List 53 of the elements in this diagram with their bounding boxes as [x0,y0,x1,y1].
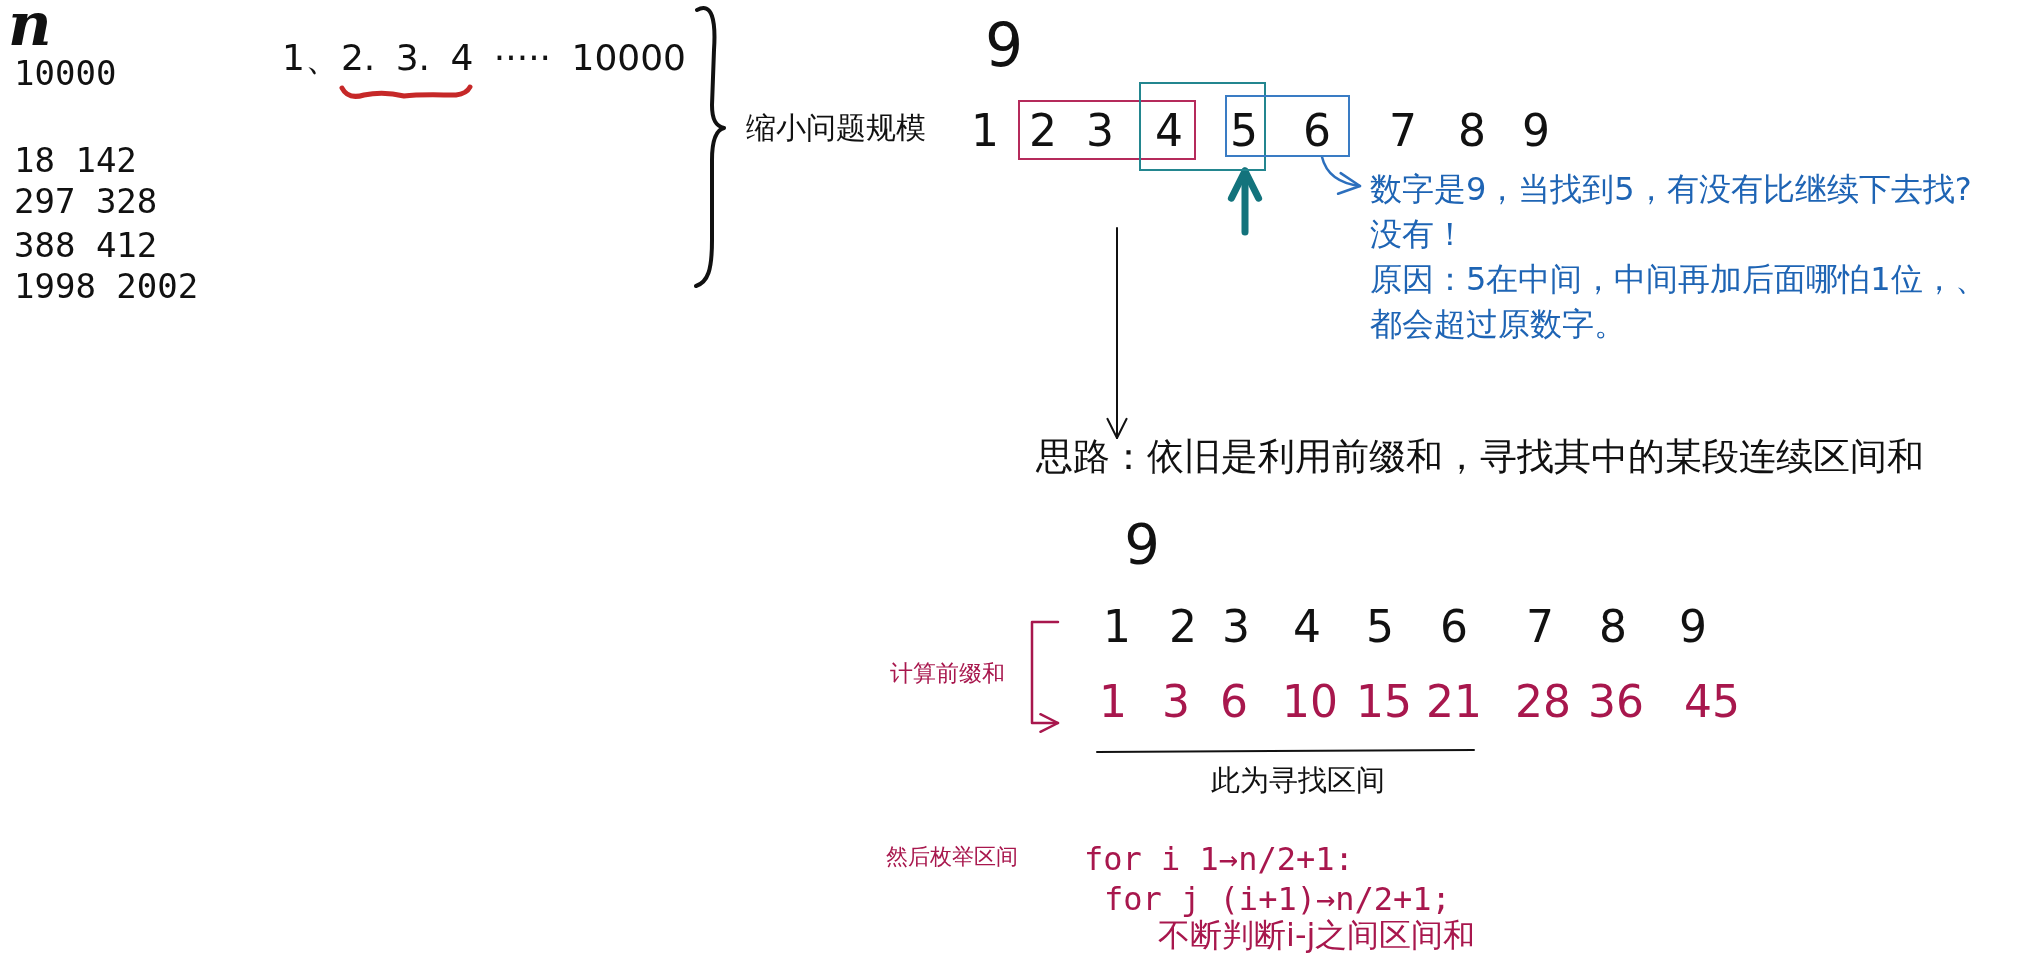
digit: 6 [1440,605,1468,649]
digit: 6 [1303,109,1331,153]
digit: 8 [1599,605,1627,649]
highlight-box [1225,95,1350,157]
number: 15 [1356,680,1412,724]
digit: 3 [1222,605,1250,649]
bracket-arrow [1030,620,1060,734]
digit: 2 [1029,109,1057,153]
note-text: 数字是9，当找到5，有没有比继续下去找? [1370,169,1973,210]
note-text: 原因：5在中间，中间再加后面哪怕1位，、都会超过原数字。 [1370,259,1988,345]
number: 6 [1220,680,1248,724]
handwritten-letter: n [8,0,52,54]
digit: 4 [1155,109,1183,153]
code-line: for j (i+1)→n/2+1; [1104,883,1451,915]
target-number: 9 [1124,516,1160,572]
code-line: for i 1→n/2+1: [1084,843,1354,875]
digit: 3 [1086,109,1114,153]
digit: 7 [1389,109,1417,153]
digit: 4 [1293,605,1321,649]
digit: 1 [971,109,999,153]
highlight-box [1139,82,1266,171]
number-text: 297 328 [14,184,158,218]
number: 36 [1588,680,1644,724]
digit: 7 [1526,605,1554,649]
arrow [1227,167,1263,236]
number: 21 [1426,680,1482,724]
digit: 1 [1103,605,1131,649]
note-text: 缩小问题规模 [746,113,926,143]
note-text: 此为寻找区间 [1211,766,1385,795]
arrow [1106,227,1128,439]
number: 1 [1099,680,1127,724]
number-text: 18 142 [14,143,137,177]
target-number: 9 [984,15,1024,75]
note-text: 思路：依旧是利用前缀和，寻找其中的某段连续区间和 [1036,438,1924,475]
digit: 9 [1679,605,1707,649]
arrow [1320,155,1362,195]
digit: 5 [1230,109,1258,153]
number-text: 388 412 [14,228,158,262]
note-text: 没有！ [1370,214,1467,255]
highlight-box [1018,100,1196,160]
number: 10 [1282,680,1338,724]
digit: 2 [1169,605,1197,649]
note-text: 然后枚举区间 [886,846,1018,868]
handwritten-sequence: 1、2. 3. 4 ····· 10000 [282,40,686,76]
number: 45 [1684,680,1740,724]
number: 3 [1162,680,1190,724]
number-text: 1998 2002 [14,269,199,303]
number: 28 [1515,680,1571,724]
digit: 8 [1458,109,1486,153]
number-text: 10000 [14,56,117,90]
digit: 9 [1522,109,1550,153]
code-line: 不断判断i-j之间区间和 [1158,919,1476,951]
digit: 5 [1366,605,1394,649]
